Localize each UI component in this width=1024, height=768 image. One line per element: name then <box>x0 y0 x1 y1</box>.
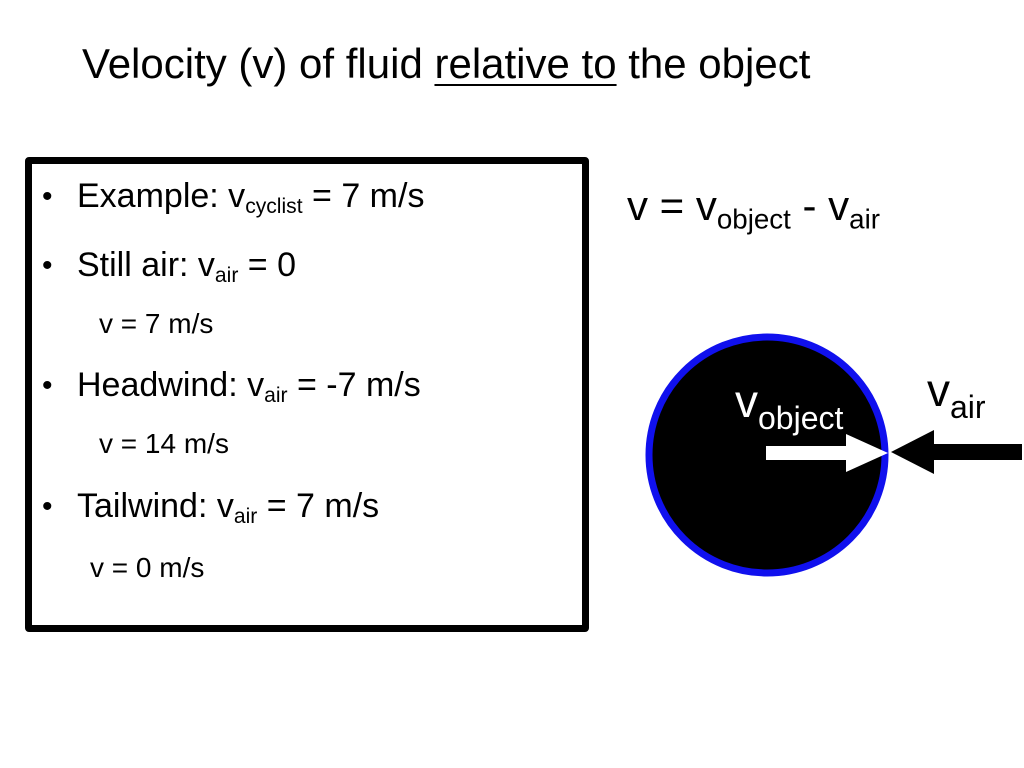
slide-title: Velocity (v) of fluid relative to the ob… <box>82 36 810 92</box>
object-arrow-head <box>846 434 888 472</box>
formula-lhs: v = v <box>627 182 717 229</box>
item-value: = 0 <box>238 246 297 284</box>
air-arrow-shaft <box>930 444 1022 460</box>
title-text-underlined: relative to <box>434 40 617 87</box>
object-arrow-shaft <box>766 446 848 460</box>
formula-subscript-object: object <box>716 203 791 235</box>
air-arrow-head <box>891 430 934 474</box>
item-subscript: air <box>264 383 288 407</box>
item-subscript: cyclist <box>245 194 303 218</box>
tailwind-line: Tailwind: vair = 7 m/s <box>77 484 379 539</box>
air-label-v: v <box>927 364 950 416</box>
bullet-icon: • <box>42 180 53 213</box>
tailwind-result: v = 0 m/s <box>90 552 205 583</box>
item-subscript: air <box>233 504 258 528</box>
item-value: = -7 m/s <box>287 366 421 404</box>
title-text-pre: Velocity (v) of fluid <box>82 40 435 87</box>
air-velocity-label: vair <box>927 364 986 425</box>
item-label: Headwind: v <box>77 366 265 404</box>
still-air-line: Still air: vair = 0 <box>77 243 296 298</box>
item-label: Tailwind: v <box>77 487 234 525</box>
air-label-sub: air <box>950 389 986 425</box>
object-label-sub: object <box>758 400 844 436</box>
bullet-icon: • <box>42 249 53 282</box>
item-subscript: air <box>214 263 239 287</box>
formula-minus: - v <box>790 182 850 229</box>
bullet-icon: • <box>42 369 53 402</box>
item-label: Example: v <box>77 177 246 215</box>
examples-box: • Example: vcyclist = 7 m/s • Still air:… <box>25 157 589 632</box>
item-label: Still air: v <box>77 246 215 284</box>
air-velocity-arrow <box>891 430 1022 474</box>
item-value: = 7 m/s <box>302 177 425 215</box>
formula-subscript-air: air <box>849 203 880 235</box>
object-velocity-label: vobject <box>735 375 844 436</box>
relative-velocity-formula: v = vobject - vair <box>627 178 880 247</box>
headwind-line: Headwind: vair = -7 m/s <box>77 363 421 418</box>
bullet-icon: • <box>42 490 53 523</box>
object-velocity-arrow <box>766 434 888 472</box>
headwind-result: v = 14 m/s <box>99 428 229 459</box>
title-text-post: the object <box>616 40 811 87</box>
object-label-v: v <box>735 375 758 427</box>
still-air-result: v = 7 m/s <box>99 308 214 339</box>
item-value: = 7 m/s <box>257 487 380 525</box>
example-line: Example: vcyclist = 7 m/s <box>77 174 424 229</box>
